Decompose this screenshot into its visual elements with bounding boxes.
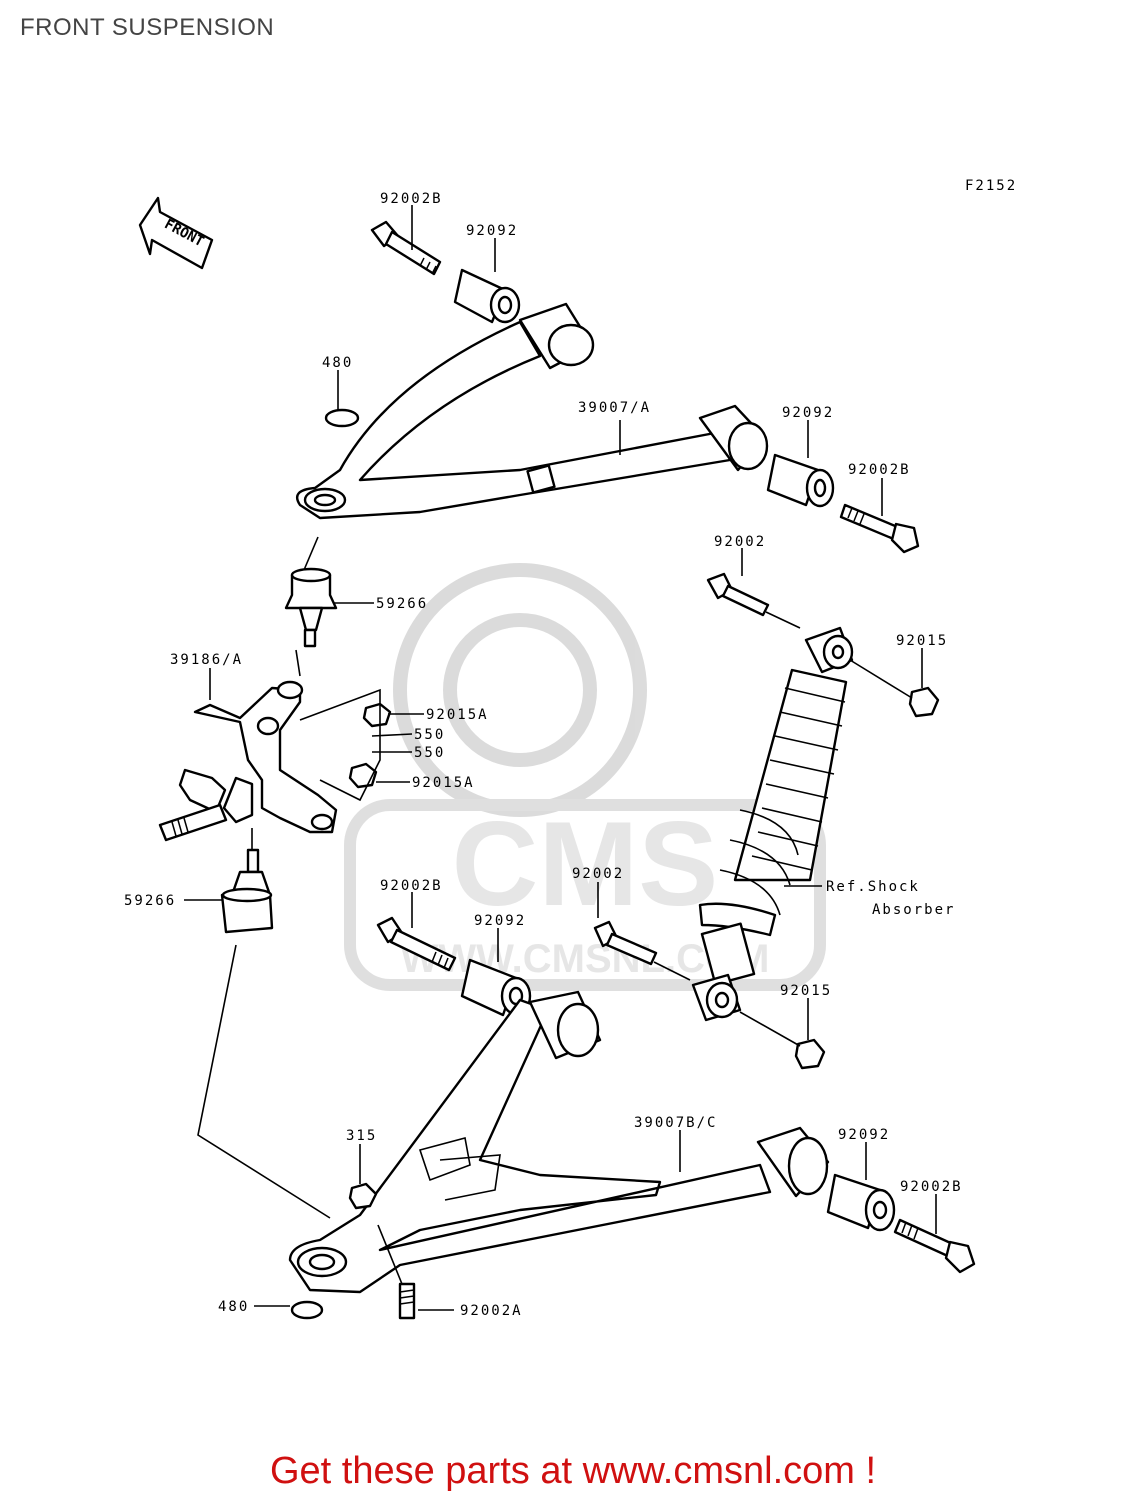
shock-bottom-bolt-92002 [593, 920, 658, 966]
label-92002-top: 92002 [714, 534, 766, 550]
right-bolt-92002B [839, 503, 920, 554]
label-92092-low: 92092 [838, 1127, 890, 1143]
page-title: FRONT SUSPENSION [20, 14, 275, 41]
upper-bolt-92002B [370, 220, 442, 276]
upper-circlip-480 [324, 408, 360, 428]
footer-link[interactable]: Get these parts at www.cmsnl.com ! [269, 1450, 877, 1492]
label-92092-mid: 92092 [474, 913, 526, 929]
label-92015-bottom: 92015 [780, 983, 832, 999]
label-39186A: 39186/A [170, 652, 243, 668]
label-92015-top: 92015 [896, 633, 948, 649]
label-480-bottom: 480 [218, 1299, 249, 1315]
lower-right-bolt-92002B [893, 1218, 976, 1274]
label-92002-mid: 92002 [572, 866, 624, 882]
figure-code: F2152 [965, 178, 1017, 194]
label-92002B-mid: 92002B [380, 878, 443, 894]
label-59266-bottom: 59266 [124, 893, 176, 909]
upper-a-arm-39007A [295, 302, 769, 520]
right-bushing-92092 [766, 453, 835, 508]
steering-knuckle-39186A [158, 680, 338, 842]
upper-ball-joint-59266 [284, 567, 338, 648]
nut-92015A-upper [362, 702, 392, 728]
leader-lines [184, 205, 937, 1311]
shock-bottom-nut-92015 [794, 1038, 826, 1070]
label-ref-shock: Ref.Shock [826, 879, 920, 895]
label-315: 315 [346, 1128, 377, 1144]
label-92002A: 92002A [460, 1303, 523, 1319]
label-59266-top: 59266 [376, 596, 428, 612]
shock-top-bolt-92002 [706, 572, 770, 617]
label-92092-right: 92092 [782, 405, 834, 421]
shock-absorber [691, 626, 854, 1022]
label-92015A-upper: 92015A [426, 707, 489, 723]
upper-bushing-92092 [453, 268, 521, 324]
suspension-diagram: CMS WWW.CMSNL.COM F2152 FRONT [124, 178, 1017, 1320]
front-arrow-icon: FRONT [138, 196, 214, 270]
label-480-top: 480 [322, 355, 353, 371]
lower-bolt-92002B-mid [376, 916, 457, 972]
label-550-lower: 550 [414, 745, 445, 761]
shock-top-nut-92015 [908, 686, 940, 718]
watermark-brand: CMS [452, 797, 719, 931]
lower-a-arm-39007BC [288, 990, 830, 1294]
label-550-upper: 550 [414, 727, 445, 743]
lower-nut-315 [348, 1182, 378, 1210]
cotter-pin-550-upper [371, 733, 413, 737]
label-92015A-lower: 92015A [412, 775, 475, 791]
lower-bolt-92002A [398, 1282, 416, 1320]
lower-right-bushing-92092 [826, 1173, 896, 1232]
label-92002B-low: 92002B [900, 1179, 963, 1195]
lower-ball-joint-59266 [220, 848, 274, 934]
lower-circlip-480 [290, 1300, 324, 1320]
label-92002B-right: 92002B [848, 462, 911, 478]
label-39007A: 39007/A [578, 400, 651, 416]
label-absorber: Absorber [872, 902, 955, 918]
label-39007BC: 39007B/C [634, 1115, 717, 1131]
label-92092-top: 92092 [466, 223, 518, 239]
label-92002B-top: 92002B [380, 191, 443, 207]
